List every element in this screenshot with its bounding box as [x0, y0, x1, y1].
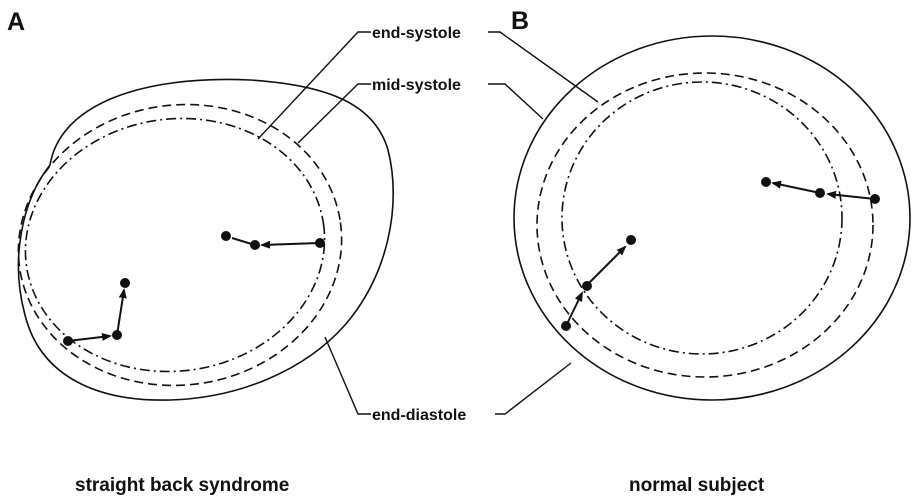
end-diastole-label: end-diastole	[372, 407, 466, 424]
mid-systole-leader-b	[488, 84, 543, 119]
panel-a-vector-arrow	[117, 290, 124, 335]
mid-systole-leader-a	[298, 84, 371, 143]
panel-b-caption: normal subject	[629, 475, 765, 496]
panel-a: A straight back syndrome	[0, 8, 393, 496]
panel-b-vector-arrow	[586, 247, 625, 286]
panel-a-end-diastole-contour	[18, 79, 393, 400]
panel-b-vector-arrow	[828, 194, 875, 199]
panel-b-letter: B	[511, 7, 529, 35]
end-diastole-leader-a	[325, 337, 371, 414]
panel-a-end-systole-point	[221, 231, 231, 241]
panel-a-mid-systole-point	[250, 240, 260, 250]
panel-b-mid-systole-point	[582, 281, 592, 291]
end-diastole-leader-b	[495, 363, 571, 414]
end-systole-leader-b	[488, 32, 598, 102]
panel-b-mid-systole-point	[815, 188, 825, 198]
end-systole-label: end-systole	[372, 25, 461, 42]
panel-b-end-systole-point	[626, 235, 636, 245]
panel-a-mid-systole-point	[112, 330, 122, 340]
panel-a-caption: straight back syndrome	[75, 475, 289, 496]
panel-b-end-systole-contour	[562, 82, 842, 354]
panel-b: B normal subject	[511, 7, 910, 496]
panel-a-vector-arrow	[262, 243, 319, 245]
panel-b-mid-systole-contour	[537, 73, 873, 377]
panel-b-end-diastole-point	[870, 194, 880, 204]
mid-systole-label: mid-systole	[372, 77, 461, 94]
panel-a-end-systole-point	[120, 278, 130, 288]
panel-a-end-systole-contour	[9, 99, 341, 390]
end-systole-leader-a	[258, 32, 371, 139]
panel-b-motion-vectors	[561, 177, 880, 331]
panel-b-end-diastole-contour	[514, 36, 910, 400]
curve-labels: end-systole mid-systole end-diastole	[258, 25, 598, 424]
panel-a-motion-vectors	[63, 231, 325, 346]
panel-a-vector-arrow	[68, 336, 110, 341]
panel-a-letter: A	[7, 8, 25, 36]
panel-a-end-diastole-point	[63, 336, 73, 346]
panel-b-end-systole-point	[761, 177, 771, 187]
panel-a-end-diastole-point	[315, 238, 325, 248]
panel-b-end-diastole-point	[561, 321, 571, 331]
panel-b-vector-arrow	[773, 183, 820, 193]
